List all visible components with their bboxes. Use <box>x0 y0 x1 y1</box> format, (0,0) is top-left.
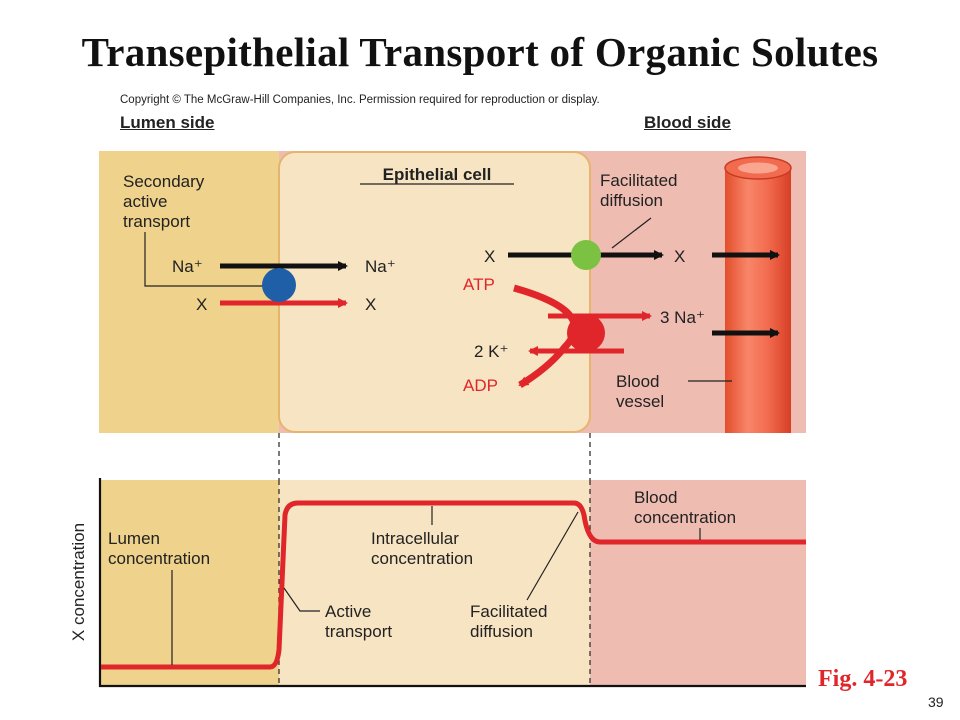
facil-diffusion-label-1: Facilitated <box>470 602 547 621</box>
atp-label: ATP <box>463 275 495 294</box>
top-panel: Epithelial cell Secondary active transpo… <box>99 151 806 433</box>
na-lumen-label: Na⁺ <box>172 257 203 276</box>
facilitated-label-1: Facilitated <box>600 171 677 190</box>
lumen-conc-label-2: concentration <box>108 549 210 568</box>
blood-vessel-label-2: vessel <box>616 392 664 411</box>
facil-diffusion-leader <box>526 511 579 601</box>
facilitated-leader <box>611 217 652 249</box>
na3-label: 3 Na⁺ <box>660 308 705 327</box>
x-cell-label: X <box>365 295 376 314</box>
y-axis-label: X concentration <box>69 523 88 641</box>
k2-label: 2 K⁺ <box>474 342 509 361</box>
vessel-lumen <box>738 162 778 174</box>
blood-vessel-label-1: Blood <box>616 372 659 391</box>
x-cell-baso-label: X <box>484 247 495 266</box>
secondary-label-1: Secondary <box>123 172 205 191</box>
graph-axes <box>98 478 806 688</box>
concentration-curve <box>101 500 806 670</box>
blood-vessel <box>725 166 791 433</box>
blood-side-label: Blood side <box>644 113 731 132</box>
intra-conc-label-1: Intracellular <box>371 529 459 548</box>
lumen-zone <box>99 480 279 686</box>
lumen-conc-label-1: Lumen <box>108 529 160 548</box>
epithelial-cell <box>278 151 591 433</box>
atp-hydrolysis-arrow <box>513 284 579 388</box>
adp-label: ADP <box>463 376 498 395</box>
active-transport-label-2: transport <box>325 622 392 641</box>
uniporter-protein <box>571 240 601 270</box>
active-transport-leader <box>283 587 320 612</box>
cell-title: Epithelial cell <box>383 165 492 184</box>
facil-diffusion-label-2: diffusion <box>470 622 533 641</box>
active-transport-label-1: Active <box>325 602 371 621</box>
page-title: Transepithelial Transport of Organic Sol… <box>81 29 879 75</box>
lumen-side-label: Lumen side <box>120 113 215 132</box>
blood-conc-label-2: concentration <box>634 508 736 527</box>
x-interstitial-label: X <box>674 247 685 266</box>
na-cell-label: Na⁺ <box>365 257 396 276</box>
secondary-label-3: transport <box>123 212 190 231</box>
page-number: 39 <box>928 694 944 710</box>
cell-zone <box>279 480 590 686</box>
lumen-region <box>99 151 279 433</box>
secondary-label-2: active <box>123 192 167 211</box>
blood-conc-label-1: Blood <box>634 488 677 507</box>
figure-label: Fig. 4-23 <box>818 666 908 692</box>
x-lumen-label: X <box>196 295 207 314</box>
facilitated-label-2: diffusion <box>600 191 663 210</box>
copyright-notice: Copyright © The McGraw-Hill Companies, I… <box>120 94 600 106</box>
secondary-leader <box>144 232 268 287</box>
blood-zone <box>590 480 806 686</box>
bottom-panel: X concentration Lumen concentration Intr… <box>69 478 806 688</box>
intra-conc-label-2: concentration <box>371 549 473 568</box>
na-k-pump <box>567 314 605 352</box>
symporter-protein <box>262 268 296 302</box>
